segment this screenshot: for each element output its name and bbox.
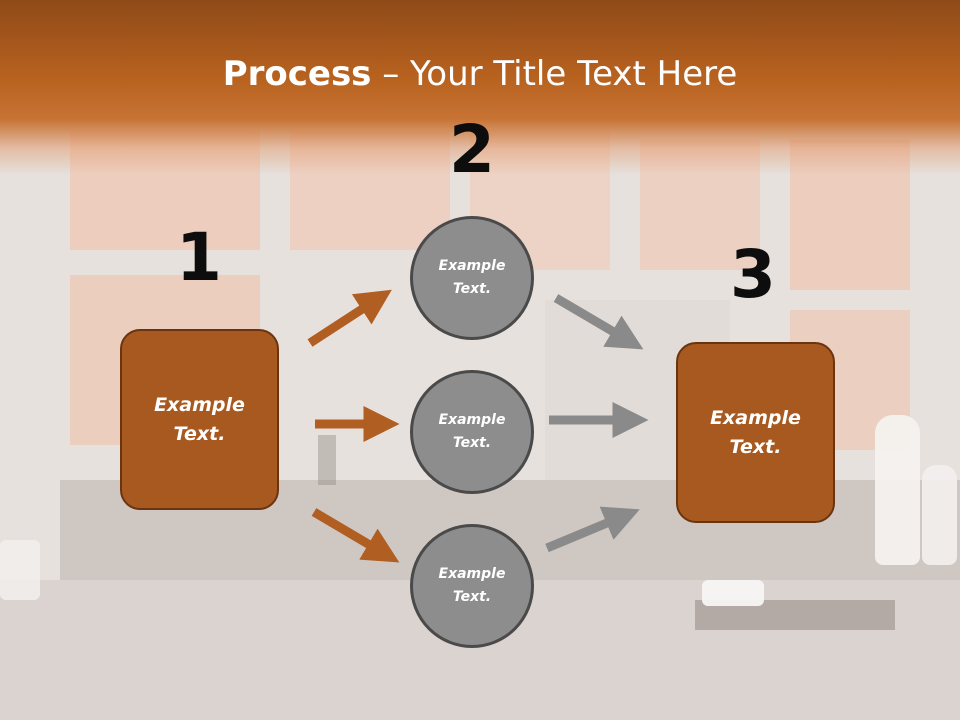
step-number-2: 2 <box>449 111 495 188</box>
arrow-right-icon <box>553 294 644 350</box>
arrow-right-icon <box>307 289 392 347</box>
process-circle-1: Example Text. <box>410 216 534 340</box>
step-box-3: Example Text. <box>676 342 835 523</box>
process-circle-3: Example Text. <box>410 524 534 648</box>
process-circle-1-text: Example Text. <box>438 258 506 297</box>
step-box-1-text: Example Text. <box>154 393 245 445</box>
step-number-3: 3 <box>730 236 776 313</box>
process-circle-3-text: Example Text. <box>438 566 506 605</box>
arrow-right-icon <box>311 508 400 563</box>
step-box-3-text: Example Text. <box>710 406 801 458</box>
title-rest: – Your Title Text Here <box>371 54 738 94</box>
process-circle-2-text: Example Text. <box>438 412 506 451</box>
process-circle-2: Example Text. <box>410 370 534 494</box>
arrow-right-icon <box>545 506 640 553</box>
slide-title: Process – Your Title Text Here <box>0 52 960 96</box>
header-band <box>0 0 960 175</box>
step-number-1: 1 <box>176 219 222 296</box>
step-box-1: Example Text. <box>120 329 279 510</box>
title-bold: Process <box>222 54 372 94</box>
